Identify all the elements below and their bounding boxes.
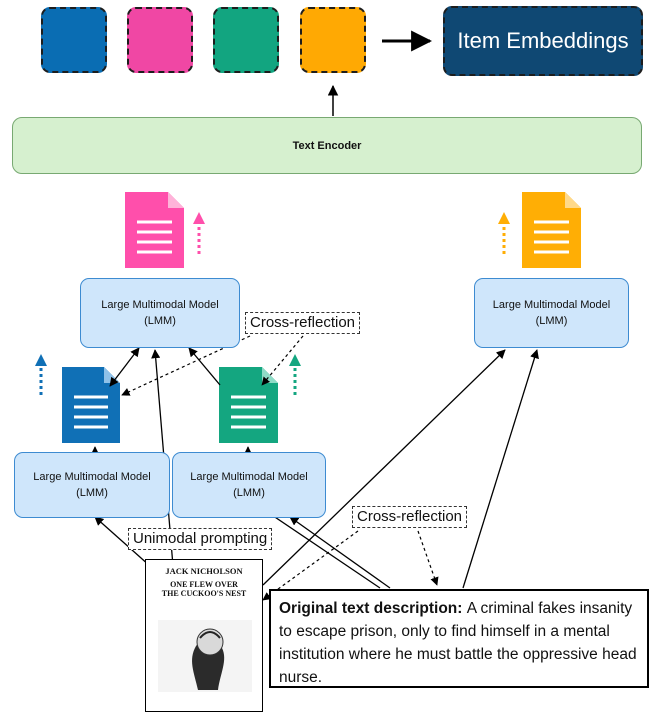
lmm-box-right: Large Multimodal Model (LMM) bbox=[474, 278, 629, 348]
embedding-square-blue bbox=[41, 7, 107, 73]
doc-icon-orange bbox=[522, 192, 581, 268]
lmm-line1: Large Multimodal Model bbox=[492, 299, 611, 311]
cross-reflection-text: Cross-reflection bbox=[250, 314, 356, 331]
item-embeddings-box: Item Embeddings bbox=[443, 6, 643, 76]
dotted-up-arrow-blue bbox=[35, 354, 47, 395]
embedding-square-orange bbox=[300, 7, 366, 73]
doc-icon-pink bbox=[125, 192, 184, 268]
item-embeddings-label: Item Embeddings bbox=[457, 28, 629, 53]
description-heading: Original text description: bbox=[279, 600, 467, 617]
embedding-square-teal bbox=[213, 7, 279, 73]
lmm-line2: (LMM) bbox=[144, 315, 176, 327]
dashed-cross-reflection-to-poster bbox=[262, 530, 359, 601]
lmm-line1: Large Multimodal Model bbox=[190, 471, 308, 483]
arrow-desc-to-lmm-right bbox=[289, 516, 391, 589]
dotted-up-arrow-teal bbox=[289, 354, 301, 395]
dashed-cross-reflection-to-teal bbox=[261, 335, 304, 386]
unimodal-prompting-label: Unimodal prompting bbox=[128, 528, 273, 550]
doc-icon-blue bbox=[62, 367, 120, 443]
poster-actor: JACK NICHOLSON bbox=[165, 566, 243, 576]
lmm-box-top: Large Multimodal Model (LMM) bbox=[80, 278, 240, 348]
arrow-desc-to-lmm-far bbox=[462, 349, 539, 589]
arrow-poster-to-lmm-left bbox=[94, 516, 151, 567]
doc-icon-teal bbox=[219, 367, 278, 443]
lmm-box-bottom-right: Large Multimodal Model (LMM) bbox=[172, 452, 326, 518]
cross-reflection-text: Cross-reflection bbox=[357, 508, 463, 525]
poster-image bbox=[158, 613, 252, 692]
arrow-blue-doc-to-lmm-top bbox=[109, 347, 140, 387]
cross-reflection-label-top: Cross-reflection bbox=[245, 312, 361, 334]
unimodal-prompting-text: Unimodal prompting bbox=[133, 530, 268, 547]
dotted-up-arrow-orange bbox=[498, 212, 510, 254]
dashed-cross-reflection-to-desc bbox=[417, 530, 439, 586]
lmm-line2: (LMM) bbox=[233, 487, 265, 499]
original-text-description: Original text description: A criminal fa… bbox=[269, 589, 649, 688]
arrow-teal-doc-to-lmm-top bbox=[188, 347, 221, 386]
lmm-line2: (LMM) bbox=[535, 315, 568, 327]
poster-figure-icon bbox=[169, 613, 225, 690]
lmm-box-bottom-left: Large Multimodal Model (LMM) bbox=[14, 452, 170, 518]
text-encoder-box: Text Encoder bbox=[12, 117, 642, 174]
movie-poster: JACK NICHOLSON ONE FLEW OVER THE CUCKOO'… bbox=[145, 559, 263, 712]
poster-title-line1: ONE FLEW OVER bbox=[170, 580, 238, 589]
embedding-square-pink bbox=[127, 7, 193, 73]
cross-reflection-label-bottom: Cross-reflection bbox=[352, 506, 468, 528]
text-encoder-label: Text Encoder bbox=[292, 139, 362, 152]
dotted-up-arrow-pink bbox=[193, 212, 205, 254]
lmm-line2: (LMM) bbox=[76, 487, 108, 499]
lmm-line1: Large Multimodal Model bbox=[101, 299, 219, 311]
description-body: A criminal fakes insanity to escape pris… bbox=[279, 600, 637, 686]
poster-title: ONE FLEW OVER THE CUCKOO'S NEST bbox=[152, 580, 256, 598]
lmm-line1: Large Multimodal Model bbox=[33, 471, 151, 483]
arrow-poster-to-lmm-far bbox=[262, 349, 506, 586]
poster-title-line2: THE CUCKOO'S NEST bbox=[161, 589, 247, 598]
poster-text: JACK NICHOLSON ONE FLEW OVER THE CUCKOO'… bbox=[152, 566, 256, 598]
